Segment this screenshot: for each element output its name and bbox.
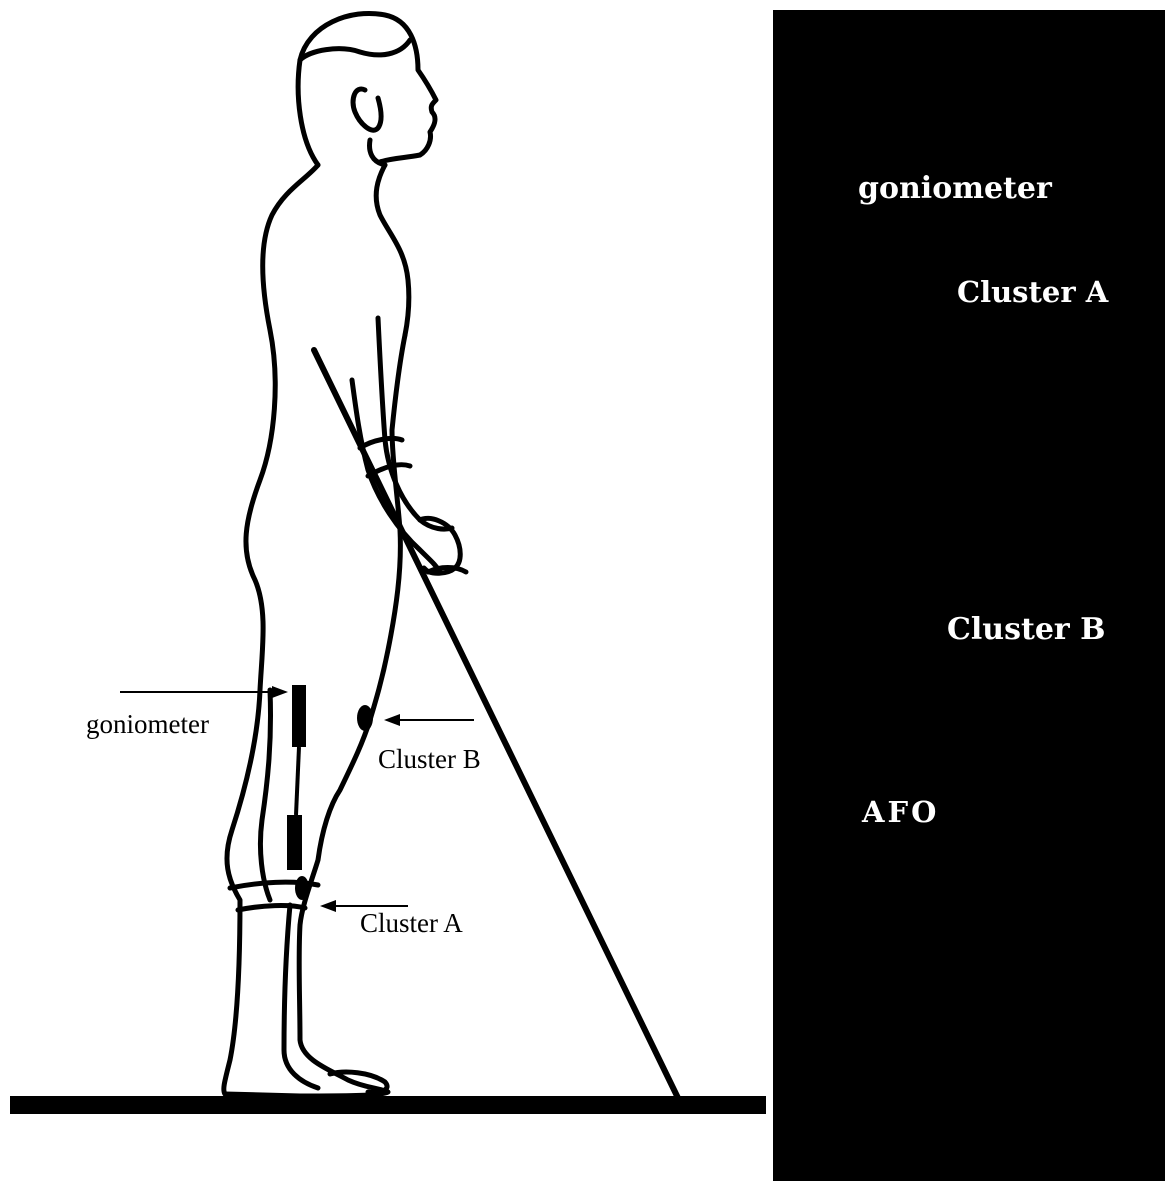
cluster-b-marker: [357, 705, 373, 731]
panel-cluster-a-label: Cluster A: [957, 275, 1109, 309]
goniometer-upper-block: [292, 685, 306, 747]
floor-line: [10, 1096, 766, 1114]
goniometer-label: goniometer: [86, 709, 209, 739]
cluster-b-label: Cluster B: [378, 744, 481, 774]
cluster-a-marker: [295, 876, 309, 900]
panel-goniometer-label: goniometer: [858, 171, 1053, 206]
panel-cluster-b-label: Cluster B: [947, 612, 1106, 647]
goniometer-lower-block: [287, 815, 302, 870]
cluster-a-label: Cluster A: [360, 908, 463, 938]
panel-afo-label: AFO: [861, 795, 939, 829]
